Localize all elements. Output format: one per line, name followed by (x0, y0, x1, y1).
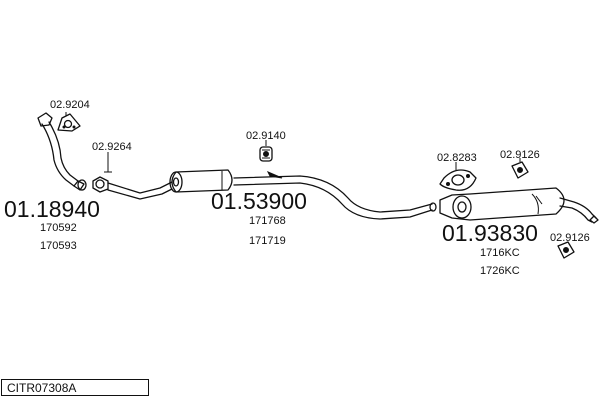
rubber-mount-icon (557, 241, 575, 259)
leader-line (104, 152, 112, 173)
accessory-number: 02.9126 (550, 232, 590, 244)
diagram-code-box: CITR07308A (1, 379, 149, 396)
clamp-drawing (92, 176, 109, 193)
accessory-number: 02.9204 (50, 99, 90, 111)
reference-number: 1726KC (480, 265, 520, 277)
rear-silencer-drawing (439, 187, 599, 224)
reference-number: 170593 (40, 240, 77, 252)
accessory-number: 02.9140 (246, 130, 286, 142)
accessory-number: 02.9126 (500, 149, 540, 161)
reference-number: 171768 (249, 215, 286, 227)
middle-silencer-drawing (107, 169, 437, 220)
part-number: 01.93830 (442, 220, 538, 246)
oval-hanger-icon (439, 169, 477, 191)
arrow-marker (266, 171, 283, 179)
reference-number: 171719 (249, 235, 286, 247)
accessory-number: 02.9264 (92, 141, 132, 153)
diagram-code: CITR07308A (7, 381, 77, 395)
front-pipe-drawing (37, 112, 87, 191)
rubber-mount-icon (511, 161, 529, 179)
gasket-triangle-icon (57, 113, 81, 132)
part-number: 01.18940 (4, 196, 100, 222)
part-number: 01.53900 (211, 188, 307, 214)
rubber-mount-icon (259, 146, 273, 162)
accessory-number: 02.8283 (437, 152, 477, 164)
reference-number: 1716KC (480, 247, 520, 259)
reference-number: 170592 (40, 222, 77, 234)
